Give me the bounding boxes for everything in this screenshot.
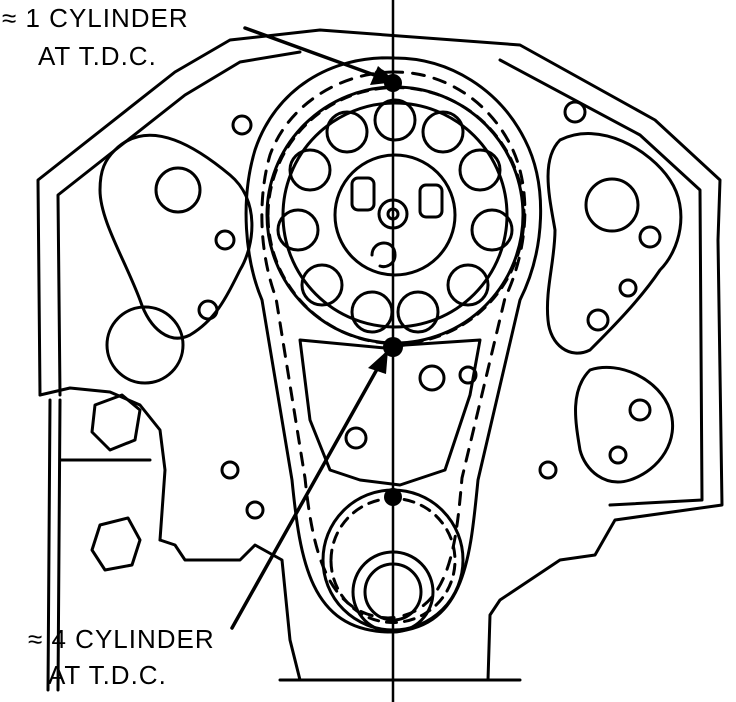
chain-guide-plate xyxy=(298,338,482,487)
bolt-hole-left-4 xyxy=(214,229,236,251)
bolt-hole-center-2 xyxy=(344,426,368,450)
cam-lightening-hole-3 xyxy=(421,110,465,154)
bolt-hole-right-5 xyxy=(586,308,610,332)
bolt-hole-right-3 xyxy=(638,225,662,249)
right-lower-cavity xyxy=(574,365,675,484)
bolt-hole-right-4 xyxy=(618,278,638,298)
bolt-hole-left-2 xyxy=(105,305,185,385)
left-cavity xyxy=(98,133,254,340)
cam-lightening-hole-8 xyxy=(300,263,344,307)
arrowhead-bottom xyxy=(368,350,388,374)
cam-lightening-hole-6 xyxy=(276,208,320,252)
label-4-cylinder: ≈ 4 CYLINDER xyxy=(28,624,215,654)
engine-block-outline xyxy=(36,28,724,682)
bolt-hole-right-8 xyxy=(538,460,558,480)
cam-bolt-left xyxy=(350,176,376,212)
cam-lightening-hole-5 xyxy=(458,148,502,192)
cam-lightening-hole-9 xyxy=(446,263,490,307)
left-bracket xyxy=(38,386,167,542)
cam-bolt-right xyxy=(418,183,444,219)
bolt-hole-right-7 xyxy=(608,445,628,465)
block-inner-left-edge xyxy=(56,50,302,397)
bolt-hole-left-3 xyxy=(231,114,253,136)
right-cavity xyxy=(545,132,683,355)
bolt-head-left-lower xyxy=(90,516,142,572)
cam-hub xyxy=(333,153,457,277)
block-inner-right-edge xyxy=(498,58,704,507)
camshaft-sprocket-teeth xyxy=(266,86,526,345)
bolt-hole-left-5 xyxy=(197,299,219,321)
cam-lightening-hole-11 xyxy=(396,290,440,334)
bolt-hole-right-6 xyxy=(628,398,652,422)
cam-lightening-hole-4 xyxy=(288,148,332,192)
label-1-cylinder: ≈ 1 CYLINDER xyxy=(2,3,189,33)
bolt-hole-right-1 xyxy=(584,177,640,233)
cam-dowel xyxy=(370,241,397,269)
cam-lightening-hole-1 xyxy=(373,98,417,142)
cam-lightening-hole-7 xyxy=(470,208,514,252)
bolt-hole-center-3 xyxy=(458,365,478,385)
leader-line-bottom xyxy=(230,353,387,630)
label-1-cylinder-tdc: AT T.D.C. xyxy=(38,41,157,71)
bolt-hole-left-6 xyxy=(220,460,240,480)
cam-lightening-hole-2 xyxy=(325,110,369,154)
bolt-hole-right-2 xyxy=(563,100,587,124)
bolt-hole-left-7 xyxy=(245,500,265,520)
bolt-hole-center-1 xyxy=(418,364,446,392)
bolt-hole-left-1 xyxy=(154,166,202,214)
timing-mark-chain-top xyxy=(374,69,386,81)
label-4-cylinder-tdc: AT T.D.C. xyxy=(48,660,167,690)
bolt-head-left xyxy=(90,393,142,452)
camshaft-sprocket-inner-rim xyxy=(281,101,509,329)
leader-line-top xyxy=(243,26,390,82)
timing-chain-inner xyxy=(260,70,527,620)
left-lower-plate xyxy=(46,398,152,692)
